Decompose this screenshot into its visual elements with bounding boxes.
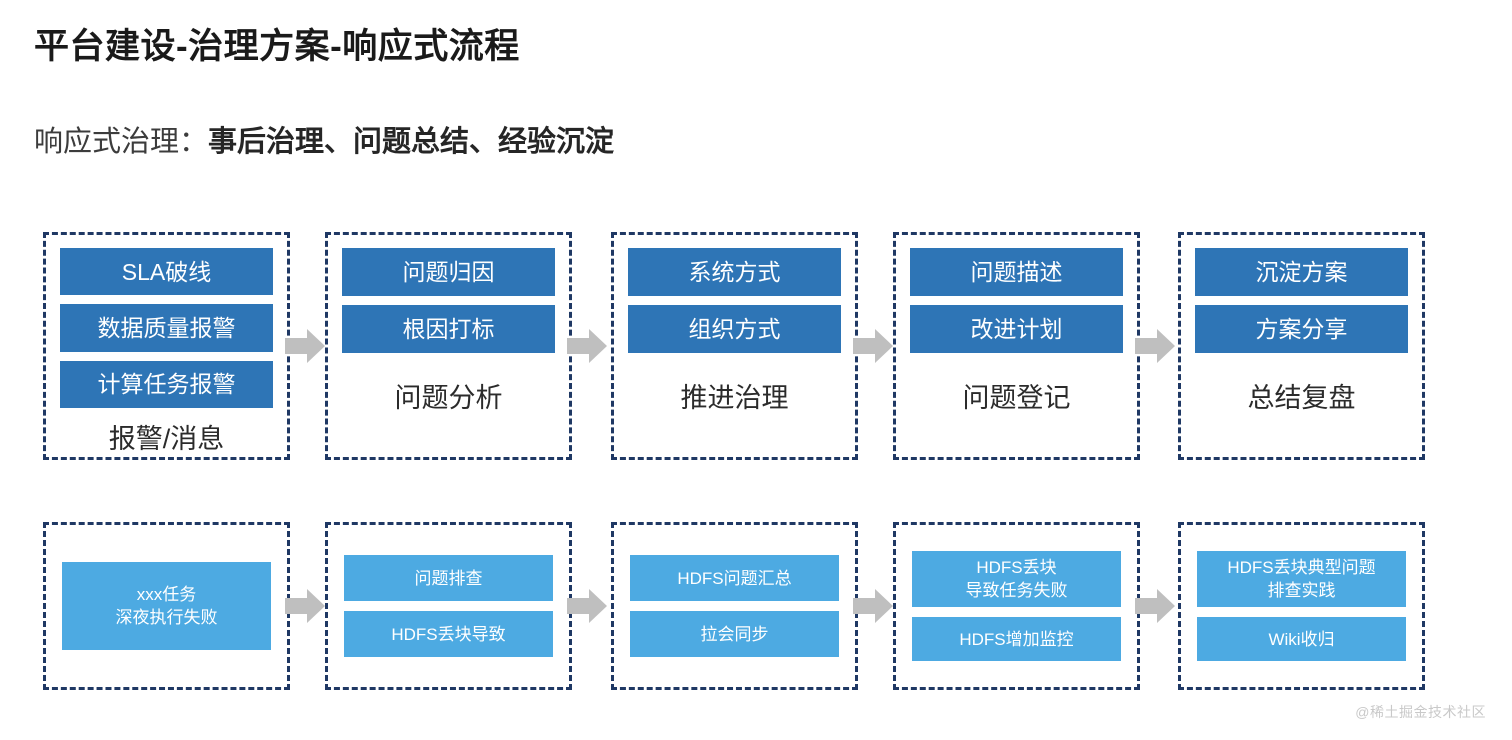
flow-item-box[interactable]: 问题描述 <box>910 248 1123 296</box>
flow-item-box[interactable]: 系统方式 <box>628 248 841 296</box>
subtitle-emphasis: 事后治理、问题总结、经验沉淀 <box>208 126 615 158</box>
flow-group-label: 推进治理 <box>680 383 789 413</box>
flow-group-bottom-3[interactable]: HDFS问题汇总 拉会同步 <box>611 522 858 690</box>
flow-item-box[interactable]: 方案分享 <box>1195 305 1408 353</box>
flow-item-box[interactable]: 根因打标 <box>342 305 555 353</box>
flow-item-box[interactable]: 数据质量报警 <box>60 304 273 352</box>
flow-group-top-1[interactable]: SLA破线 数据质量报警 计算任务报警 报警/消息 <box>43 232 290 460</box>
flow-item-box[interactable]: 拉会同步 <box>630 611 839 657</box>
flow-item-box[interactable]: 计算任务报警 <box>60 360 273 408</box>
page-subtitle: 响应式治理：事后治理、问题总结、经验沉淀 <box>34 120 614 164</box>
flow-group-bottom-2[interactable]: 问题排查 HDFS丢块导致 <box>325 522 572 690</box>
flow-group-top-5[interactable]: 沉淀方案 方案分享 总结复盘 <box>1178 232 1425 460</box>
flow-row-bottom: xxx任务 深夜执行失败 问题排查 HDFS丢块导致 HDFS问题汇总 拉会同步… <box>0 522 1512 690</box>
flow-group-bottom-5[interactable]: HDFS丢块典型问题 排查实践 Wiki收归 <box>1178 522 1425 690</box>
flow-item-box[interactable]: 组织方式 <box>628 305 841 353</box>
flow-item-box[interactable]: 沉淀方案 <box>1195 248 1408 296</box>
flow-item-box[interactable]: 改进计划 <box>910 305 1123 353</box>
flow-group-bottom-4[interactable]: HDFS丢块 导致任务失败 HDFS增加监控 <box>893 522 1140 690</box>
flow-row-top: SLA破线 数据质量报警 计算任务报警 报警/消息 问题归因 根因打标 问题分析… <box>0 232 1512 460</box>
flow-group-top-3[interactable]: 系统方式 组织方式 推进治理 <box>611 232 858 460</box>
flow-group-label: 问题分析 <box>394 383 503 413</box>
flow-group-bottom-1[interactable]: xxx任务 深夜执行失败 <box>43 522 290 690</box>
right-block-arrow-icon <box>1135 589 1175 623</box>
flow-item-box[interactable]: 问题排查 <box>344 555 553 601</box>
flow-item-box[interactable]: 问题归因 <box>342 248 555 296</box>
flow-item-box[interactable]: xxx任务 深夜执行失败 <box>62 562 271 650</box>
flow-item-box[interactable]: Wiki收归 <box>1197 617 1406 661</box>
flow-group-label: 报警/消息 <box>108 423 225 454</box>
flow-group-top-4[interactable]: 问题描述 改进计划 问题登记 <box>893 232 1140 460</box>
right-block-arrow-icon <box>285 589 325 623</box>
flow-item-box[interactable]: HDFS丢块 导致任务失败 <box>912 551 1121 607</box>
right-block-arrow-icon <box>1135 329 1175 363</box>
flow-item-box[interactable]: HDFS增加监控 <box>912 617 1121 661</box>
flow-item-box[interactable]: SLA破线 <box>60 248 273 296</box>
right-block-arrow-icon <box>853 329 893 363</box>
subtitle-lead: 响应式治理： <box>34 126 209 158</box>
flow-item-box[interactable]: HDFS丢块典型问题 排查实践 <box>1197 551 1406 607</box>
right-block-arrow-icon <box>567 329 607 363</box>
watermark: @稀土掘金技术社区 <box>1355 704 1486 720</box>
flow-group-label: 总结复盘 <box>1247 383 1356 413</box>
flow-group-top-2[interactable]: 问题归因 根因打标 问题分析 <box>325 232 572 460</box>
flow-item-box[interactable]: HDFS问题汇总 <box>630 555 839 601</box>
right-block-arrow-icon <box>853 589 893 623</box>
flow-group-label: 问题登记 <box>962 383 1071 413</box>
right-block-arrow-icon <box>567 589 607 623</box>
right-block-arrow-icon <box>285 329 325 363</box>
page-title: 平台建设-治理方案-响应式流程 <box>34 27 520 66</box>
flow-item-box[interactable]: HDFS丢块导致 <box>344 611 553 657</box>
